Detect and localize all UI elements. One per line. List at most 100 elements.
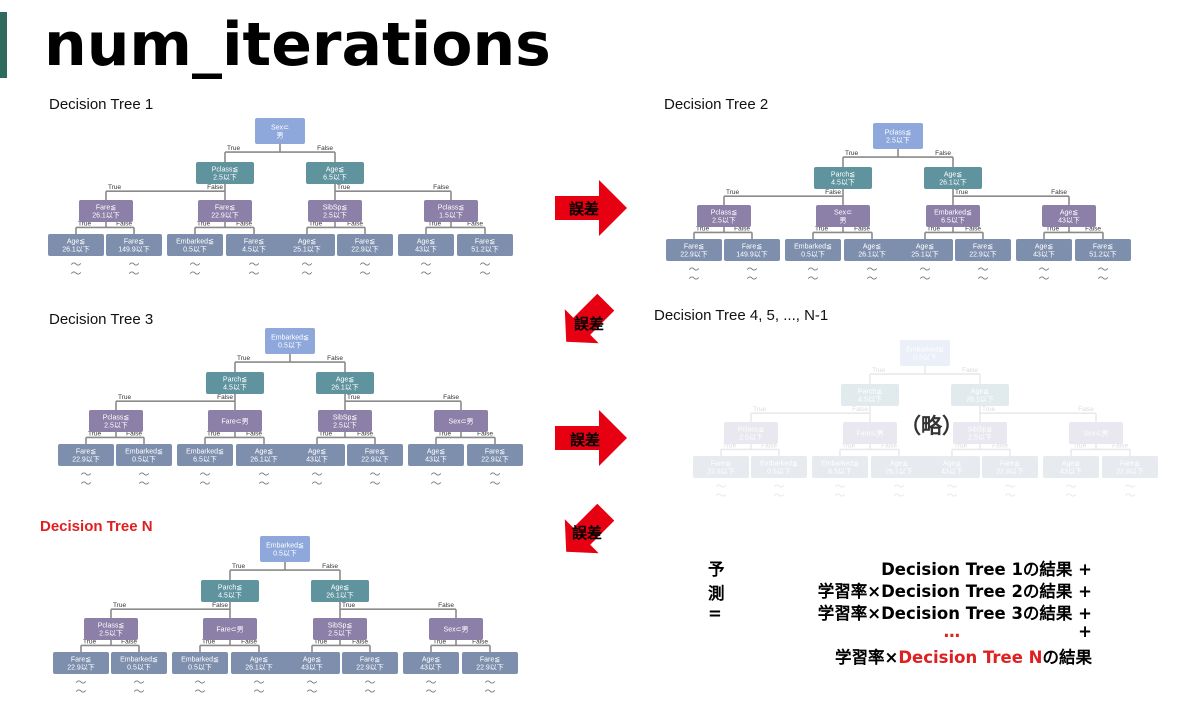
svg-text:Age≦: Age≦ — [67, 239, 85, 246]
svg-text:Age≦: Age≦ — [427, 449, 445, 456]
continuation-mark: 〜 — [747, 263, 758, 276]
svg-text:Fare≦: Fare≦ — [244, 239, 264, 246]
svg-text:6.5以下: 6.5以下 — [193, 456, 217, 464]
leaf-node: Age≦43以下 — [398, 234, 454, 256]
leaf-node: Age≦43以下 — [1016, 239, 1072, 261]
level2-node: Pclass≦1.5以下 — [424, 200, 478, 222]
svg-text:Parch≦: Parch≦ — [218, 585, 242, 592]
svg-text:2.5以下: 2.5以下 — [712, 217, 736, 225]
arrow-down-left-icon — [564, 503, 615, 554]
svg-text:0.5以下: 0.5以下 — [913, 354, 937, 362]
level2-node: Sex⊂男 — [816, 205, 870, 227]
svg-text:SibSp≦: SibSp≦ — [328, 623, 353, 630]
svg-text:Age≦: Age≦ — [331, 585, 349, 592]
continuation-mark: 〜 — [139, 468, 150, 481]
continuation-mark: 〜 — [835, 489, 846, 502]
edge-label-false: False — [317, 145, 333, 152]
svg-text:2.5以下: 2.5以下 — [968, 434, 992, 442]
tree-edge — [234, 354, 346, 372]
svg-text:Fare≦: Fare≦ — [71, 657, 91, 664]
svg-text:2.5以下: 2.5以下 — [104, 422, 128, 430]
continuation-mark: 〜 — [254, 676, 265, 689]
svg-text:Age≦: Age≦ — [1062, 461, 1080, 468]
edge-label-false: False — [236, 220, 252, 227]
edge-label-false: False — [965, 225, 981, 232]
arrow-right-icon — [555, 410, 627, 466]
svg-text:51.2以下: 51.2以下 — [471, 246, 499, 254]
edge-label-false: False — [121, 638, 137, 645]
svg-text:Fare⊂男: Fare⊂男 — [216, 626, 243, 634]
svg-text:22.9以下: 22.9以下 — [996, 468, 1024, 476]
tree-edge — [425, 222, 486, 234]
edge-label-true: True — [872, 367, 886, 374]
continuation-mark: 〜 — [867, 272, 878, 285]
tree-edge — [952, 189, 1070, 205]
continuation-mark: 〜 — [431, 477, 442, 490]
svg-text:Age≦: Age≦ — [417, 239, 435, 246]
leaf-node: Embarked≦0.5以下 — [751, 456, 807, 478]
tree-edge — [229, 562, 341, 580]
continuation-mark: 〜 — [426, 676, 437, 689]
leaf-node: Fare≦22.9以下 — [1102, 456, 1158, 478]
svg-text:Fare≦: Fare≦ — [360, 657, 380, 664]
continuation-mark: 〜 — [71, 258, 82, 271]
svg-text:2.5以下: 2.5以下 — [323, 212, 347, 220]
edge-label-false: False — [477, 430, 493, 437]
svg-text:43以下: 43以下 — [306, 456, 328, 464]
level2-node: SibSp≦2.5以下 — [318, 410, 372, 432]
leaf-node: Fare≦149.9以下 — [724, 239, 780, 261]
continuation-mark: 〜 — [774, 489, 785, 502]
continuation-mark: 〜 — [254, 685, 265, 698]
svg-text:26.1以下: 26.1以下 — [939, 179, 967, 187]
svg-text:2.5以下: 2.5以下 — [99, 630, 123, 638]
arrow-right-icon — [555, 180, 627, 236]
leaf-node: Age≦26.1以下 — [871, 456, 927, 478]
level2-node: Fare⊂男 — [203, 618, 257, 640]
svg-text:Age≦: Age≦ — [308, 449, 326, 456]
edge-label-true: True — [108, 184, 122, 191]
leaf-node: Embarked≦6.5以下 — [812, 456, 868, 478]
arrow-down-left-icon — [564, 293, 615, 344]
svg-text:Fare≦: Fare≦ — [1093, 244, 1113, 251]
svg-text:Fare≦: Fare≦ — [1120, 461, 1140, 468]
leaf-node: Age≦25.1以下 — [279, 234, 335, 256]
continuation-mark: 〜 — [947, 480, 958, 493]
continuation-mark: 〜 — [129, 258, 140, 271]
continuation-mark: 〜 — [485, 685, 496, 698]
level1-node: Parch≦4.5以下 — [206, 372, 264, 394]
svg-text:Age≦: Age≦ — [250, 657, 268, 664]
continuation-mark: 〜 — [190, 258, 201, 271]
tree-edge — [224, 144, 336, 162]
svg-text:Fare≦: Fare≦ — [365, 449, 385, 456]
svg-text:Embarked≦: Embarked≦ — [176, 239, 214, 246]
svg-text:Pclass≦: Pclass≦ — [885, 130, 912, 137]
svg-text:6.5以下: 6.5以下 — [828, 468, 852, 476]
edge-label-false: False — [1112, 442, 1128, 449]
svg-text:Fare≦: Fare≦ — [96, 205, 116, 212]
edge-label-false: False — [352, 638, 368, 645]
edge-label-true: True — [433, 638, 447, 645]
continuation-mark: 〜 — [1066, 489, 1077, 502]
edge-label-false: False — [207, 184, 223, 191]
edge-label-false: False — [854, 225, 870, 232]
formula-line-ellipsis: …+ — [943, 622, 1092, 641]
svg-text:Fare≦: Fare≦ — [485, 449, 505, 456]
svg-text:Sex⊂: Sex⊂ — [271, 125, 289, 132]
svg-text:43以下: 43以下 — [425, 456, 447, 464]
level2-node: SibSp≦2.5以下 — [308, 200, 362, 222]
svg-text:Parch≦: Parch≦ — [858, 389, 882, 396]
continuation-mark: 〜 — [139, 477, 150, 490]
edge-label-true: True — [347, 394, 361, 401]
svg-text:22.9以下: 22.9以下 — [351, 246, 379, 254]
level2-node: Pclass≦2.5以下 — [724, 422, 778, 444]
edge-label-false: False — [881, 442, 897, 449]
tree-edge — [311, 640, 371, 652]
svg-text:Embarked≦: Embarked≦ — [266, 543, 304, 550]
edge-label-true: True — [845, 150, 859, 157]
svg-text:Pclass≦: Pclass≦ — [738, 427, 765, 434]
leaf-node: Age≦26.1以下 — [231, 652, 287, 674]
edge-label-true: True — [337, 184, 351, 191]
